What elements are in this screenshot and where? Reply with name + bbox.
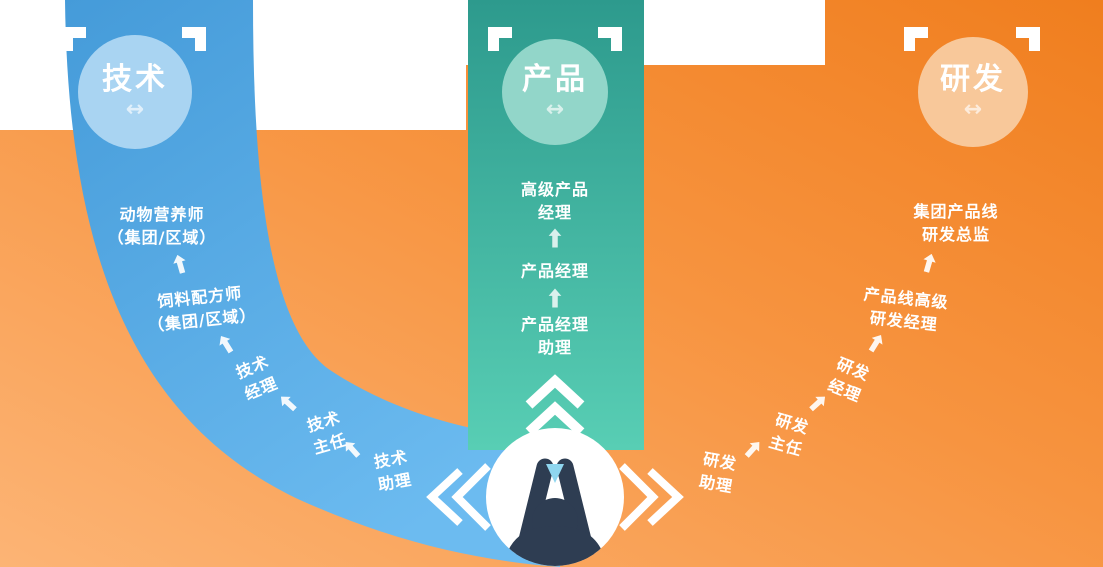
swap-arrow-icon: ↔ xyxy=(125,97,145,122)
swap-arrow-icon: ↔ xyxy=(545,97,565,122)
rnd-track-circle: 研发 ↔ xyxy=(918,37,1028,147)
rnd-level-3-label: 产品线高级 研发经理 xyxy=(862,284,950,335)
technical-track-title: 技术 xyxy=(102,62,168,97)
swap-arrow-icon: ↔ xyxy=(963,97,983,122)
corner-bracket-icon xyxy=(904,27,928,51)
right-chevrons-icon xyxy=(619,463,684,531)
product-level-0-label: 产品经理 助理 xyxy=(520,314,590,357)
up-arrow-icon xyxy=(549,289,562,308)
product-level-2-label: 高级产品 经理 xyxy=(520,179,590,222)
rnd-level-4-label: 集团产品线 研发总监 xyxy=(913,201,999,244)
corner-bracket-icon xyxy=(62,27,86,51)
technical-level-4-label: 动物营养师 （集团/区域） xyxy=(107,204,217,247)
technical-track-band xyxy=(65,0,560,567)
corner-bracket-icon xyxy=(488,27,512,51)
rnd-track-title: 研发 xyxy=(940,62,1006,97)
product-level-1-label: 产品经理 xyxy=(520,261,590,281)
corner-bracket-icon xyxy=(182,27,206,51)
corner-bracket-icon xyxy=(1016,27,1040,51)
corner-bracket-icon xyxy=(598,27,622,51)
left-chevrons-icon xyxy=(426,463,491,531)
technical-track-circle: 技术 ↔ xyxy=(78,35,192,149)
product-track-title: 产品 xyxy=(522,62,588,97)
product-track-circle: 产品 ↔ xyxy=(502,39,608,145)
product-track-chevrons-icon xyxy=(525,374,585,436)
up-arrow-icon xyxy=(549,229,562,248)
person-icon xyxy=(486,428,624,566)
